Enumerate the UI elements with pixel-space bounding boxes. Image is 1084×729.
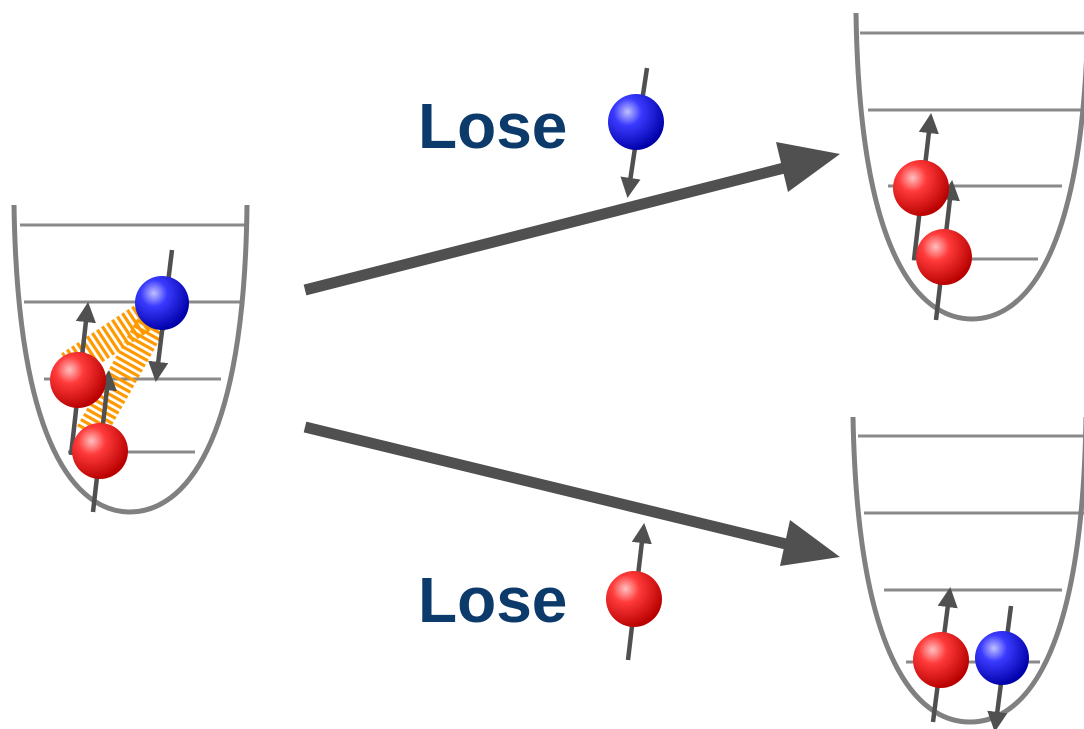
final-trap-bottom: [850, 416, 1084, 729]
lost-particle-top: [608, 67, 664, 199]
process-arrow-bottom: [303, 421, 792, 551]
spin-up-particle: [913, 632, 969, 688]
energy-levels: [860, 31, 1084, 261]
spin-down-particle: [975, 631, 1029, 685]
process-arrow-top: [303, 161, 790, 296]
trap-potential: [853, 12, 1084, 322]
arrowhead-icon: [776, 142, 840, 192]
lose-label-top: Lose: [418, 90, 567, 162]
final-trap-top: [853, 12, 1084, 322]
energy-levels: [858, 434, 1084, 664]
spin-down-particle: [135, 276, 189, 330]
spin-up-particle: [606, 571, 662, 627]
spin-up-particle: [50, 352, 106, 408]
initial-trap: [11, 204, 250, 515]
process-arrows: [303, 142, 840, 566]
trap-potential: [11, 204, 250, 515]
spin-up-particle: [893, 160, 949, 216]
arrowhead-icon: [780, 520, 840, 566]
lose-label-bottom: Lose: [418, 564, 567, 636]
lost-particle-bottom: [606, 522, 662, 661]
spin-up-particle: [916, 229, 972, 285]
trap-potential: [850, 416, 1084, 725]
spin-down-particle: [608, 94, 664, 150]
interaction-spring: [76, 297, 176, 443]
spin-up-particle: [72, 423, 128, 479]
